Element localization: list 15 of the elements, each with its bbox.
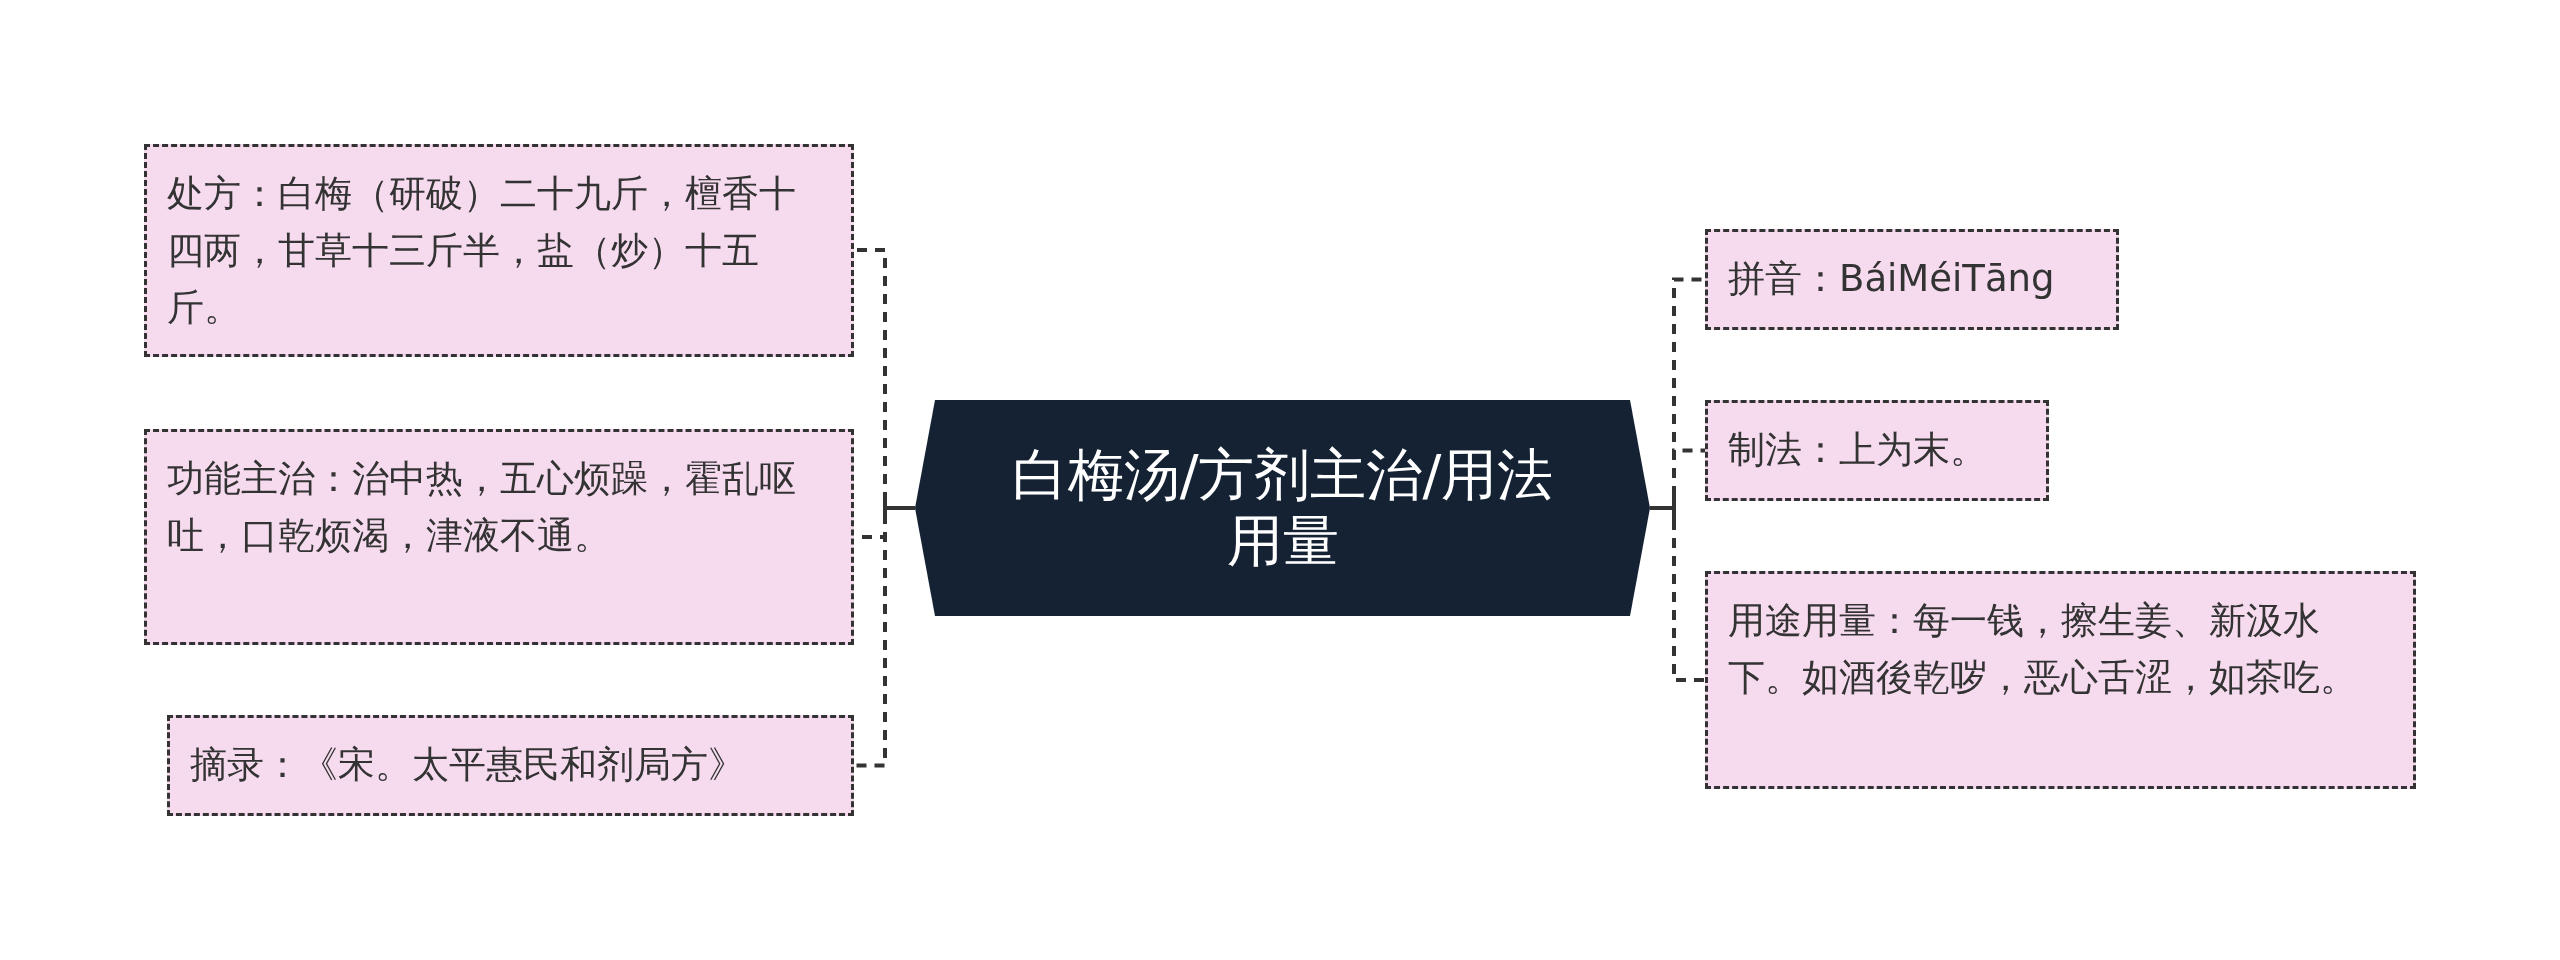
topic-text: 摘录：《宋。太平惠民和剂局方》 [190,742,746,788]
topic-box [1705,571,2416,789]
topic-title: 白梅汤/方剂主治/用法用量 [1010,442,1555,574]
connector-trunk [1648,494,1676,522]
topic-text: 制法：上为末。 [1728,427,1988,473]
topic-box [144,429,854,645]
topic-box [1705,400,2049,501]
topic-text: 用途用量：每一钱，擦生姜、新汲水下。如酒後乾哕，恶心舌涩，如茶吃。 [1728,598,2358,701]
topic-box [1705,229,2119,330]
topic-box [144,144,854,357]
connector-trunk [883,494,917,522]
topic-box [167,715,854,816]
topic-text: 拼音：BáiMéiTāng [1728,256,2056,302]
topic-text: 功能主治：治中热，五心烦躁，霍乱呕吐，口乾烦渴，津液不通。 [167,456,797,559]
topic-text: 处方：白梅（研破）二十九斤，檀香十四两，甘草十三斤半，盐（炒）十五斤。 [167,171,797,331]
